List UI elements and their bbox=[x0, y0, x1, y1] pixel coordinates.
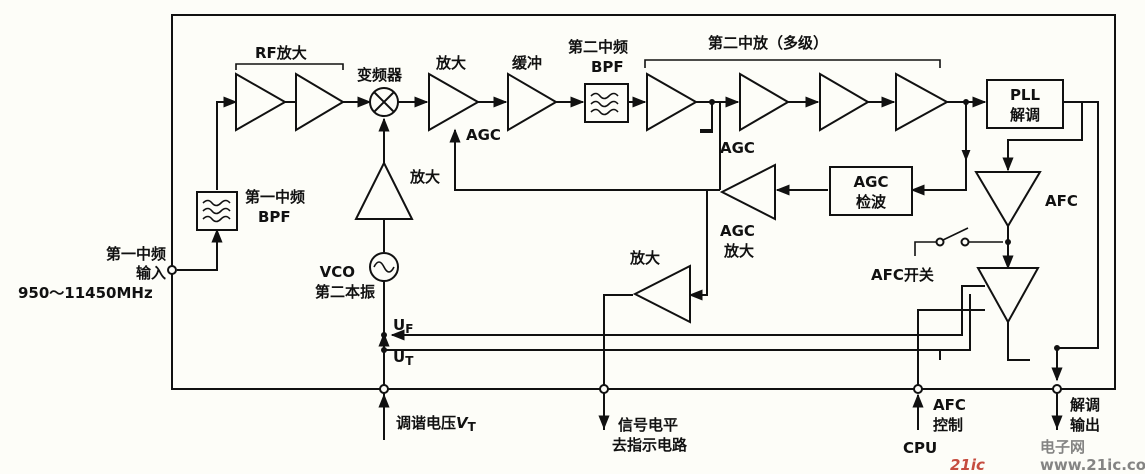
afc-label: AFC bbox=[1045, 192, 1078, 210]
afc-switch bbox=[935, 227, 970, 247]
svg-text:电子网: 电子网 bbox=[1040, 438, 1085, 456]
second-if-amp-4 bbox=[895, 72, 950, 132]
svg-text:去指示电路: 去指示电路 bbox=[612, 436, 688, 454]
rf-bracket bbox=[235, 63, 344, 70]
svg-text:第二中频: 第二中频 bbox=[568, 38, 628, 56]
svg-text:BPF: BPF bbox=[258, 208, 291, 226]
signal-out-label: 信号电平 去指示电路 bbox=[612, 416, 688, 454]
svg-text:www.21ic.com: www.21ic.com bbox=[1040, 456, 1145, 474]
svg-text:第一中频: 第一中频 bbox=[106, 245, 166, 263]
second-if-bracket bbox=[644, 59, 941, 68]
tuning-label: 调谐电压VT bbox=[396, 414, 477, 434]
agc-main-label: AGC bbox=[720, 139, 755, 157]
svg-text:AGC: AGC bbox=[720, 222, 755, 240]
svg-text:950～11450MHz: 950～11450MHz bbox=[18, 284, 153, 302]
amp-after-mixer-label: 放大 bbox=[435, 54, 466, 72]
bpf1-label: 第一中频 BPF bbox=[245, 188, 305, 226]
second-if-label: 第二中放（多级） bbox=[708, 34, 828, 52]
buffer-label: 缓冲 bbox=[512, 54, 542, 72]
mixer-symbol bbox=[369, 87, 399, 117]
svg-text:AGC: AGC bbox=[854, 173, 889, 191]
vco-amp bbox=[354, 160, 414, 220]
svg-text:检波: 检波 bbox=[856, 193, 887, 211]
svg-text:输入: 输入 bbox=[136, 264, 166, 282]
svg-text:AFC: AFC bbox=[933, 396, 966, 414]
svg-text:控制: 控制 bbox=[933, 416, 963, 434]
frame-terminals bbox=[167, 265, 1062, 394]
buffer-amp bbox=[507, 72, 558, 132]
afc-control-amp bbox=[976, 267, 1040, 325]
mixer-label: 变频器 bbox=[357, 66, 403, 84]
input-label: 第一中频 输入 950～11450MHz bbox=[18, 245, 166, 302]
ut-label: UT bbox=[393, 348, 414, 368]
demod-out-label: 解调 输出 bbox=[1070, 396, 1100, 434]
cpu-label: CPU bbox=[903, 439, 937, 457]
signal-amp-label: 放大 bbox=[629, 249, 660, 267]
module-frame bbox=[171, 14, 1116, 390]
if-amp bbox=[428, 72, 481, 132]
bpf2-filter bbox=[584, 83, 629, 123]
vco-amp-label: 放大 bbox=[409, 168, 440, 186]
agc-amp bbox=[719, 163, 776, 221]
bpf1-filter bbox=[196, 191, 238, 231]
watermark-logo: 21ic 电子网 www.21ic.com bbox=[950, 438, 1145, 474]
svg-text:调谐电压VT: 调谐电压VT bbox=[396, 414, 477, 434]
svg-text:VCO: VCO bbox=[320, 263, 355, 281]
svg-text:解调: 解调 bbox=[1010, 106, 1040, 124]
svg-text:21ic: 21ic bbox=[950, 456, 985, 474]
agc-left-label: AGC bbox=[466, 126, 501, 144]
second-if-amp-1 bbox=[646, 72, 699, 132]
afc-control-label: AFC 控制 bbox=[933, 396, 966, 434]
afc-amp bbox=[974, 171, 1042, 228]
svg-text:第二本振: 第二本振 bbox=[315, 283, 375, 301]
svg-text:BPF: BPF bbox=[591, 58, 624, 76]
svg-text:UT: UT bbox=[393, 348, 414, 368]
agc-detector-label: AGC 检波 bbox=[854, 173, 889, 211]
vco-oscillator bbox=[369, 252, 399, 282]
agc-amp-label: AGC 放大 bbox=[720, 222, 755, 260]
signal-level-amp bbox=[632, 264, 691, 324]
svg-text:解调: 解调 bbox=[1070, 396, 1100, 414]
svg-text:放大: 放大 bbox=[723, 242, 754, 260]
pll-label: PLL 解调 bbox=[1010, 86, 1041, 124]
rf-amp-1 bbox=[235, 72, 288, 132]
rf-amp-2 bbox=[295, 72, 345, 132]
uf-label: UF bbox=[393, 316, 413, 336]
afc-switch-label: AFC开关 bbox=[871, 266, 934, 284]
svg-text:信号电平: 信号电平 bbox=[618, 416, 678, 434]
svg-text:输出: 输出 bbox=[1070, 416, 1100, 434]
second-if-amp-3 bbox=[819, 72, 870, 132]
svg-text:第一中频: 第一中频 bbox=[245, 188, 305, 206]
bpf2-label: 第二中频 BPF bbox=[568, 38, 628, 76]
svg-text:UF: UF bbox=[393, 316, 413, 336]
junction-dots bbox=[381, 99, 1060, 353]
vco-label: VCO 第二本振 bbox=[315, 263, 375, 301]
second-if-amp-2 bbox=[739, 72, 790, 132]
rf-amp-label: RF放大 bbox=[255, 44, 307, 62]
svg-text:PLL: PLL bbox=[1010, 86, 1041, 104]
pll-demod-block bbox=[986, 79, 1064, 129]
agc-detector-block bbox=[829, 166, 913, 216]
